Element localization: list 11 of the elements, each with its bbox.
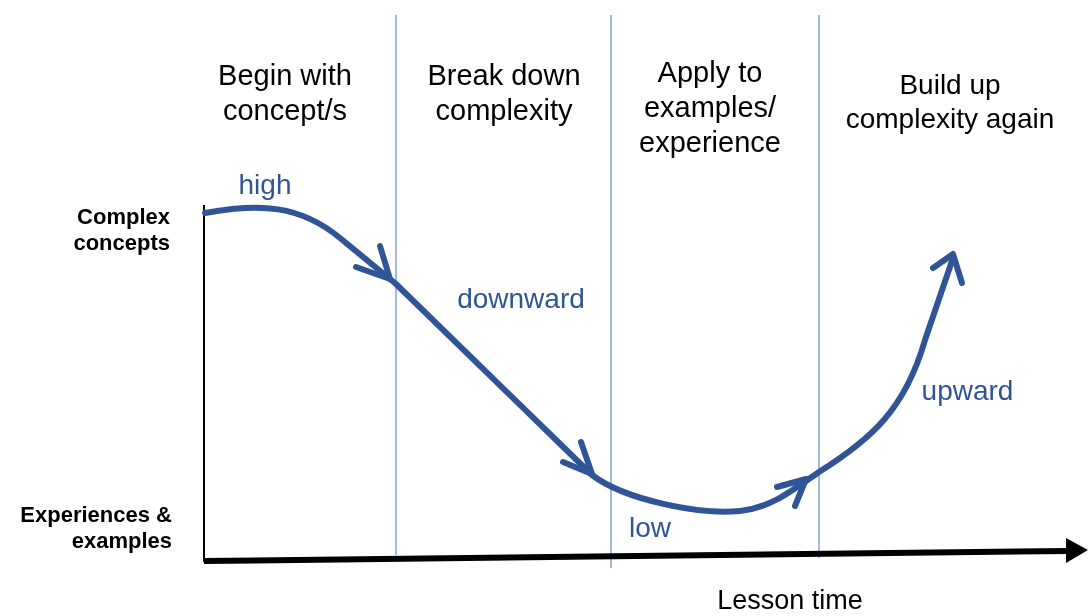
curve-label: high	[237, 168, 293, 202]
column-heading: Build up complexity again	[844, 68, 1056, 136]
curve-label: low	[628, 511, 672, 545]
column-heading: Begin with concept/s	[217, 58, 353, 128]
axis-title: Lesson time	[716, 584, 864, 616]
curve-label: downward	[456, 282, 586, 316]
column-heading: Apply to examples/ experience	[638, 55, 782, 160]
axis-label: Complex concepts	[72, 204, 170, 257]
column-heading: Break down complexity	[426, 58, 582, 128]
axis-label: Experiences & examples	[19, 502, 172, 555]
curve-label: upward	[920, 374, 1015, 408]
